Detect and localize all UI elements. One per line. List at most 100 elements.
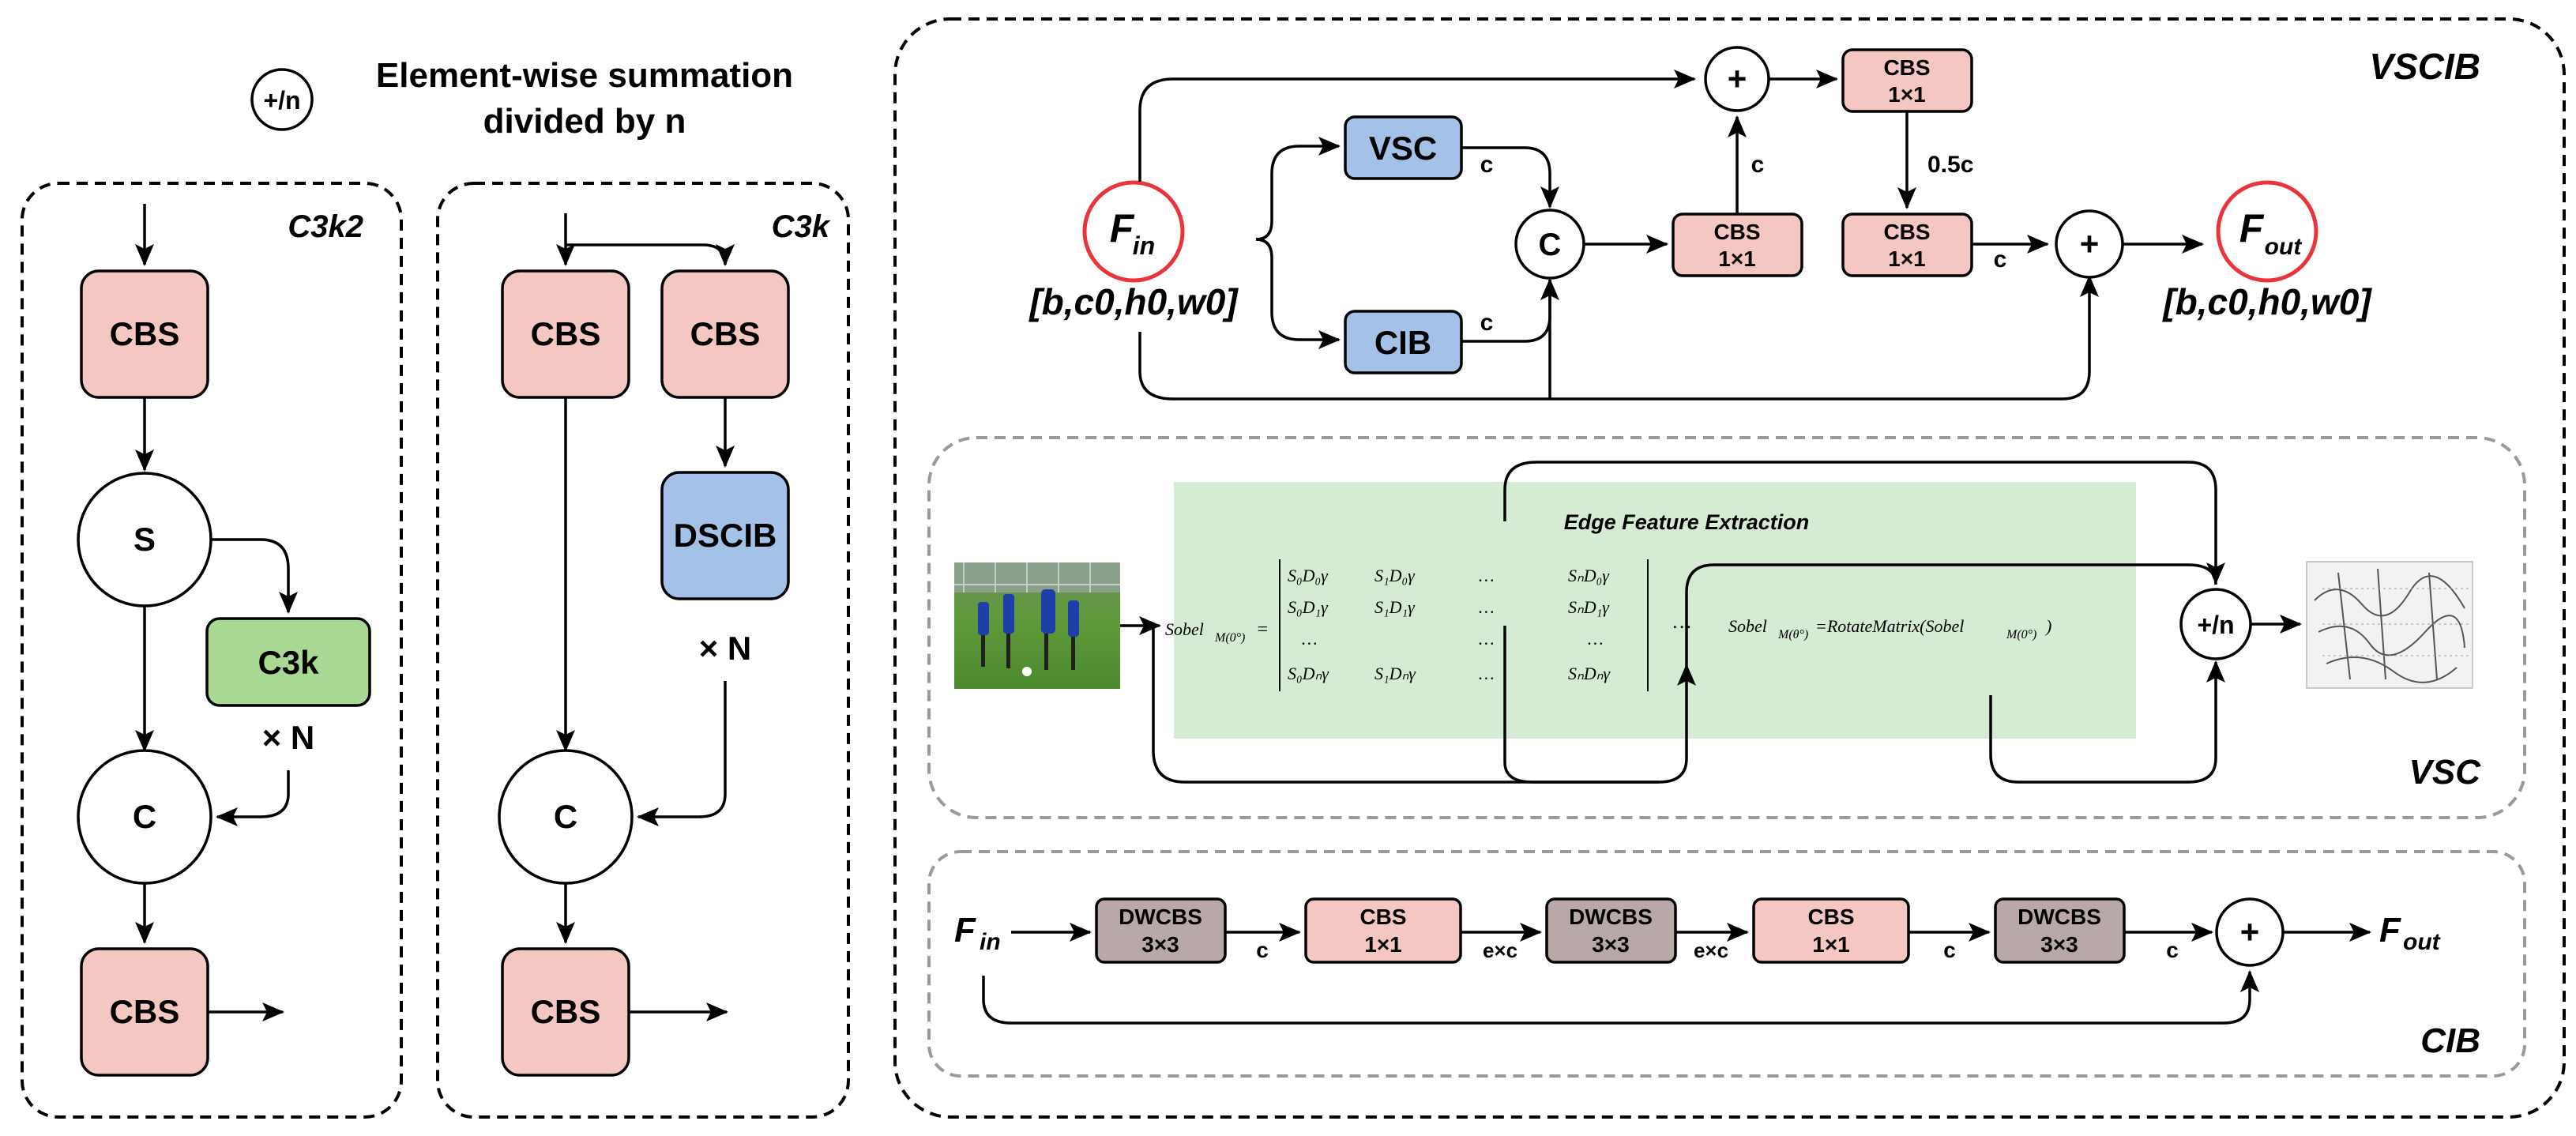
rotate-rhs: =RotateMatrix(Sobel bbox=[1815, 616, 1964, 636]
vscib-cbs-mid-label: CBS bbox=[1713, 220, 1760, 244]
matrix-cell: SₙDₙγ bbox=[1568, 664, 1611, 683]
cib-block-3-name: DWCBS bbox=[1569, 905, 1653, 929]
vscib-fin-sub: in bbox=[1133, 231, 1155, 260]
cib-block-5-name: DWCBS bbox=[2018, 905, 2101, 929]
cib-fout-sub: out bbox=[2403, 929, 2442, 955]
legend: +/n Element-wise summation divided by n bbox=[250, 56, 793, 141]
cib-edge-label-4: c bbox=[1943, 938, 1956, 962]
c3k-module: C3k CBS CBS DSCIB × N C CBS bbox=[436, 182, 850, 1119]
rotate-rhs-sub: M(0°) bbox=[2006, 628, 2036, 641]
cib-block-5-kernel: 3×3 bbox=[2040, 932, 2078, 957]
vscib-fout-label: F bbox=[2239, 206, 2265, 250]
matrix-cell: S₁D₀γ bbox=[1374, 566, 1416, 585]
rotate-close: ) bbox=[2044, 616, 2051, 636]
c3k-cbs-left-label: CBS bbox=[531, 315, 601, 352]
cib-block-1 bbox=[1095, 897, 1227, 964]
sobel-matrix: S₀D₀γ S₁D₀γ … SₙD₀γ S₀D₁γ S₁D₁γ … SₙD₁γ … bbox=[1288, 566, 1611, 683]
c3k-repeat-label: × N bbox=[699, 630, 752, 667]
cib-edge-label-3: e×c bbox=[1694, 939, 1728, 962]
vscib-c-right-label: c bbox=[1994, 246, 2007, 273]
rotate-lhs-sub: M(θ°) bbox=[1777, 628, 1808, 641]
c3k-dscib-label: DSCIB bbox=[674, 517, 777, 554]
vscib-concat-label: C bbox=[1539, 228, 1562, 262]
vscib-c-label-vsc: c bbox=[1480, 152, 1494, 178]
c3k-title: C3k bbox=[772, 209, 831, 244]
sobel-lhs: Sobel bbox=[1165, 619, 1204, 639]
vscib-fout-node bbox=[2216, 180, 2318, 283]
matrix-cell: S₀D₁γ bbox=[1288, 597, 1329, 617]
input-image bbox=[954, 562, 1120, 689]
matrix-cell: SₙD₀γ bbox=[1568, 566, 1610, 585]
c3k-dscib-block bbox=[660, 471, 790, 600]
matrix-cell: S₀D₀γ bbox=[1288, 566, 1329, 585]
vscib-cbs-right-kernel: 1×1 bbox=[1888, 246, 1926, 271]
matrix-cell: … bbox=[1479, 597, 1495, 617]
cib-block-1-name: DWCBS bbox=[1119, 905, 1202, 929]
c3k2-repeat-label: × N bbox=[262, 719, 315, 756]
vscib-cbs-right-label: CBS bbox=[1883, 220, 1930, 244]
cib-block-2 bbox=[1304, 897, 1462, 964]
edge-extraction-panel bbox=[1174, 482, 2136, 739]
cib-block-5 bbox=[1994, 897, 2126, 964]
c3k2-title: C3k2 bbox=[288, 209, 363, 244]
cib-block-4 bbox=[1752, 897, 1910, 964]
vscib-title: VSCIB bbox=[2369, 46, 2480, 87]
matrix-cell: S₁Dₙγ bbox=[1374, 664, 1416, 683]
cib-block-4-kernel: 1×1 bbox=[1812, 932, 1850, 957]
vscib-plus-top-label: + bbox=[1728, 60, 1747, 97]
vscib-cib-label: CIB bbox=[1374, 324, 1431, 361]
vscib-plus-right-label: + bbox=[2080, 225, 2100, 262]
c3k2-module: C3k2 CBS S C3k × N C CBS bbox=[21, 182, 403, 1119]
c3k2-frame bbox=[21, 182, 403, 1119]
c3k-cbs-bottom-label: CBS bbox=[531, 993, 601, 1030]
matrix-cell: … bbox=[1479, 566, 1495, 585]
cib-frame bbox=[927, 850, 2526, 1078]
vscib-fout-sub: out bbox=[2265, 234, 2303, 260]
c3k2-split-label: S bbox=[134, 521, 156, 558]
vsc-block: VSC Edge Feature Extraction bbox=[927, 436, 2526, 819]
vscib-in-shape: [b,c0,h0,w0] bbox=[1028, 281, 1239, 322]
c3k-cbs-right-label: CBS bbox=[690, 315, 761, 352]
rotate-lhs: Sobel bbox=[1728, 616, 1767, 636]
legend-symbol-text: +/n bbox=[263, 86, 300, 115]
edge-extraction-title: Edge Feature Extraction bbox=[1564, 510, 1810, 534]
vscib-vsc-label: VSC bbox=[1369, 130, 1437, 167]
legend-sum-symbol bbox=[250, 68, 314, 131]
cib-title: CIB bbox=[2420, 1021, 2480, 1060]
vscib-half-c-label: 0.5c bbox=[1927, 152, 1973, 178]
vscib-cbs-mid-kernel: 1×1 bbox=[1718, 246, 1756, 271]
matrix-cell: … bbox=[1479, 664, 1495, 683]
cib-block-3-kernel: 3×3 bbox=[1592, 932, 1630, 957]
legend-text-line1: Element-wise summation bbox=[376, 56, 793, 95]
cib-block-3 bbox=[1545, 897, 1677, 964]
cib-edge-label-5: c bbox=[2166, 938, 2179, 962]
vsc-sum-label: +/n bbox=[2197, 611, 2234, 639]
cib-block-2-kernel: 1×1 bbox=[1364, 932, 1402, 957]
vscib-c-label-cib: c bbox=[1480, 310, 1494, 336]
matrix-cell: … bbox=[1302, 629, 1318, 649]
vscib-cbs-top-kernel: 1×1 bbox=[1888, 82, 1926, 107]
cib-edge-label-1: c bbox=[1256, 938, 1269, 962]
c3k-frame bbox=[436, 182, 850, 1119]
cib-block-2-name: CBS bbox=[1359, 905, 1406, 929]
c3k2-concat-label: C bbox=[133, 798, 156, 835]
legend-text-line2: divided by n bbox=[483, 102, 686, 141]
cib-edge-label-2: e×c bbox=[1483, 939, 1517, 962]
matrix-cell: … bbox=[1479, 629, 1495, 649]
vscib-fin-label: F bbox=[1110, 206, 1135, 250]
matrix-cell: S₀Dₙγ bbox=[1288, 664, 1329, 683]
vscib-cbs-top-label: CBS bbox=[1883, 55, 1930, 80]
c3k2-c3k-label: C3k bbox=[258, 644, 319, 681]
vscib-block: F in [b,c0,h0,w0] VSC CIB c c C CBS 1×1 … bbox=[1028, 46, 2372, 401]
vsc-title: VSC bbox=[2409, 753, 2482, 792]
sobel-eq: = bbox=[1256, 619, 1269, 640]
cib-block-1-kernel: 3×3 bbox=[1141, 932, 1179, 957]
cib-fin-sub: in bbox=[980, 929, 1001, 955]
c3k2-c3k-block bbox=[205, 617, 371, 707]
matrix-cell: S₁D₁γ bbox=[1374, 597, 1416, 617]
c3k2-cbs-top-label: CBS bbox=[110, 315, 180, 352]
cib-block: CIB F in DWCBS 3×3 c CBS 1×1 e×c DWCBS 3… bbox=[927, 850, 2526, 1078]
vscib-frame bbox=[893, 17, 2566, 1119]
cib-plus-label: + bbox=[2240, 913, 2260, 950]
